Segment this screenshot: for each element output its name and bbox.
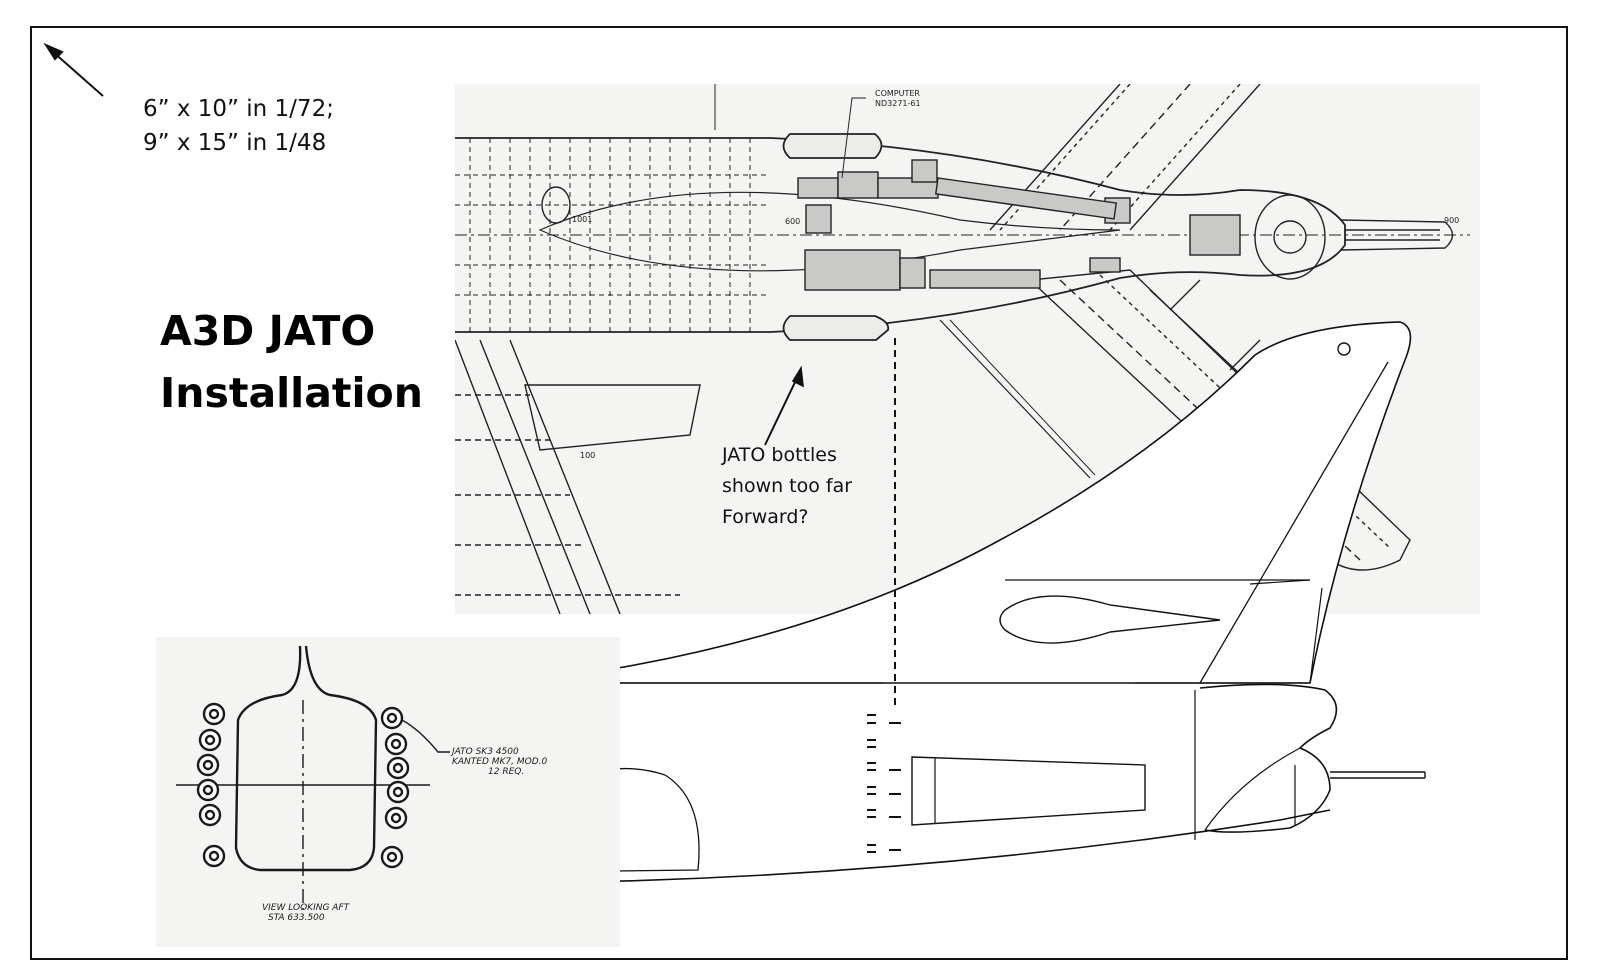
plan-fuselage (455, 137, 1470, 333)
scale-note: 6” x 10” in 1/72; 9” x 15” in 1/48 (143, 92, 334, 160)
tail-cone (1199, 683, 1338, 833)
jato-bottle-upper (782, 133, 883, 159)
callout-arrow (764, 365, 804, 446)
callout-line-2: shown too far (722, 475, 853, 497)
computer-label-2: ND3271-61 (875, 99, 921, 108)
aft-view-drawing: JATO SK3 4500 KANTED MK7, MOD.0 12 REQ. … (156, 637, 620, 947)
side-view-drawing (514, 321, 1426, 884)
side-panel (911, 756, 1146, 826)
intake-oval (541, 186, 571, 224)
cockpit (1254, 194, 1326, 280)
frame-lines (455, 138, 770, 332)
outer-frame (30, 26, 1568, 960)
scale-note-line-2: 9” x 15” in 1/48 (143, 130, 327, 156)
left-wing-root (455, 339, 701, 614)
station-900: 900 (1444, 216, 1459, 225)
computer-label-1: COMPUTER (875, 89, 920, 98)
view-label-2: STA 633.500 (268, 913, 325, 923)
jato-label-2: KANTED MK7, MOD.0 (452, 757, 548, 767)
jato-position-marks (867, 714, 901, 853)
scale-note-line-1: 6” x 10” in 1/72; (143, 96, 334, 122)
aft-fuselage (514, 809, 1331, 884)
view-label-1: VIEW LOOKING AFT (262, 903, 351, 913)
page-title: A3D JATO Installation (160, 300, 423, 424)
callout-line-1: JATO bottles (722, 444, 837, 466)
jato-bottle-lower (782, 315, 890, 341)
jato-bottles-aft (196, 702, 410, 869)
station-100: 100 (580, 451, 595, 460)
station-1001: 1001 (572, 215, 592, 224)
jato-label-1: JATO SK3 4500 (450, 747, 519, 757)
aft-fuselage-section (234, 645, 378, 872)
vertical-fin (514, 321, 1412, 684)
equipment-boxes (797, 159, 1241, 291)
callout-line-3: Forward? (722, 506, 809, 528)
nose-probe (1339, 219, 1454, 251)
station-600: 600 (785, 217, 800, 226)
corner-arrow (43, 42, 104, 97)
jato-label-3: 12 REQ. (488, 767, 524, 777)
callout-text: JATO bottles shown too far Forward? (722, 440, 852, 533)
title-line-2: Installation (160, 369, 423, 417)
title-line-1: A3D JATO (160, 307, 376, 355)
